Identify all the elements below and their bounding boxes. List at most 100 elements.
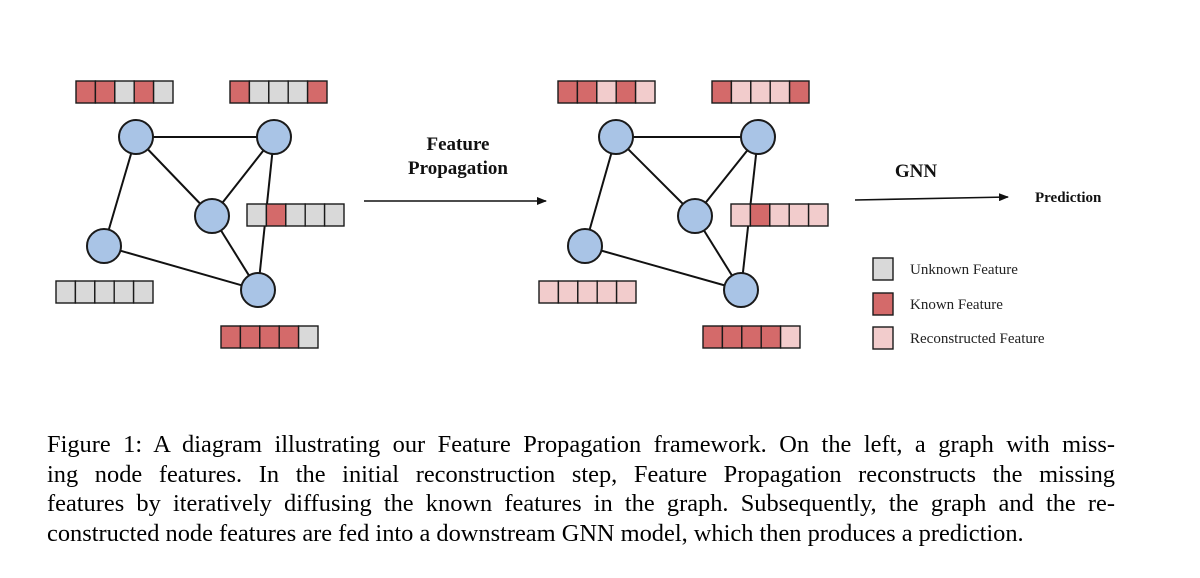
graph-edge: [135, 136, 213, 217]
graph-edge: [584, 245, 742, 291]
feature-cell-known: [721, 325, 743, 349]
graph-node: [598, 119, 634, 155]
feature-cell-known: [306, 80, 328, 104]
feature-vector: [538, 280, 637, 304]
feature-cell-known: [711, 80, 733, 104]
feature-cell-unknown: [287, 80, 309, 104]
feature-cell-reconstructed: [750, 80, 771, 104]
feature-cell-unknown: [246, 203, 268, 227]
gnn-step: GNN Prediction: [854, 161, 1102, 206]
reconstructed-graph-feature-vectors: [538, 80, 829, 349]
graph-edge: [103, 136, 137, 247]
feature-cell-unknown: [55, 280, 77, 304]
graph-node: [567, 228, 603, 264]
legend-swatch: [872, 257, 894, 281]
feature-vector: [557, 80, 656, 104]
gnn-arrow: [854, 193, 1009, 202]
figure-caption: Figure 1: A diagram illustrating our Fea…: [47, 430, 1115, 548]
feature-cell-known: [265, 203, 287, 227]
prediction-label: Prediction: [1035, 190, 1102, 206]
legend-item-known: Known Feature: [872, 292, 1003, 316]
feature-vector: [246, 203, 345, 227]
feature-cell-reconstructed: [557, 280, 579, 304]
input-graph-nodes: [86, 119, 292, 308]
feature-cell-known: [229, 80, 251, 104]
reconstructed-graph-nodes: [567, 119, 776, 308]
feature-vector: [229, 80, 328, 104]
caption-line: constructed node features are fed into a…: [47, 519, 1024, 547]
feature-vector: [75, 80, 174, 104]
feature-cell-known: [615, 80, 637, 104]
feature-cell-known: [278, 325, 300, 349]
feature-cell-reconstructed: [634, 80, 656, 104]
feature-cell-unknown: [248, 80, 270, 104]
legend-label: Unknown Feature: [910, 262, 1018, 278]
graph-node: [256, 119, 292, 155]
feature-propagation-label-line1: Feature: [427, 134, 490, 155]
feature-vector: [55, 280, 154, 304]
feature-cell-known: [239, 325, 261, 349]
feature-cell-known: [133, 80, 155, 104]
feature-cell-reconstructed: [538, 280, 560, 304]
feature-cell-known: [702, 325, 724, 349]
input-graph-feature-vectors: [55, 80, 345, 349]
feature-cell-unknown: [152, 80, 174, 104]
feature-cell-known: [220, 325, 242, 349]
feature-cell-known: [788, 80, 810, 104]
graph-node: [723, 272, 759, 308]
caption-line: ing node features. In the initial recons…: [47, 460, 1115, 488]
legend-item-reconstructed: Reconstructed Feature: [872, 326, 1045, 350]
gnn-label: GNN: [895, 161, 938, 182]
caption-line: Figure 1: A diagram illustrating our Fea…: [47, 431, 1115, 458]
caption-line: features by iteratively diffusing the kn…: [47, 490, 1115, 517]
graph-node: [118, 119, 154, 155]
feature-cell-known: [741, 325, 762, 349]
feature-cell-reconstructed: [577, 280, 598, 304]
feature-cell-reconstructed: [779, 325, 801, 349]
feature-cell-reconstructed: [788, 203, 810, 227]
feature-vector: [702, 325, 801, 349]
feature-cell-unknown: [74, 280, 96, 304]
feature-cell-reconstructed: [596, 280, 618, 304]
legend-item-unknown: Unknown Feature: [872, 257, 1018, 281]
feature-vector: [711, 80, 810, 104]
graph-edge: [584, 136, 617, 247]
reconstructed-graph: [538, 80, 829, 349]
feature-cell-known: [576, 80, 598, 104]
graph-node: [740, 119, 776, 155]
feature-cell-reconstructed: [730, 80, 752, 104]
graph-node: [677, 198, 713, 234]
graph-node: [194, 198, 230, 234]
feature-cell-unknown: [113, 280, 135, 304]
feature-cell-reconstructed: [807, 203, 829, 227]
feature-cell-known: [760, 325, 782, 349]
legend-label: Known Feature: [910, 297, 1003, 313]
feature-cell-unknown: [297, 325, 319, 349]
feature-vector: [730, 203, 829, 227]
feature-cell-unknown: [285, 203, 306, 227]
feature-cell-reconstructed: [769, 80, 791, 104]
legend-swatch: [872, 326, 894, 350]
feature-cell-unknown: [114, 80, 135, 104]
feature-vector: [220, 325, 319, 349]
feature-cell-known: [749, 203, 771, 227]
feature-cell-reconstructed: [615, 280, 637, 304]
feature-cell-unknown: [132, 280, 154, 304]
input-graph: [55, 80, 345, 349]
graph-edge: [103, 245, 259, 291]
feature-cell-reconstructed: [596, 80, 617, 104]
feature-cell-reconstructed: [769, 203, 790, 227]
feature-cell-unknown: [304, 203, 326, 227]
feature-cell-known: [259, 325, 280, 349]
feature-cell-unknown: [94, 280, 115, 304]
graph-edge: [615, 136, 696, 217]
feature-propagation-step: Feature Propagation: [364, 134, 547, 205]
feature-cell-known: [75, 80, 97, 104]
legend-label: Reconstructed Feature: [910, 331, 1045, 347]
feature-propagation-label-line2: Propagation: [408, 158, 508, 179]
feature-cell-unknown: [323, 203, 345, 227]
graph-node: [86, 228, 122, 264]
feature-cell-reconstructed: [730, 203, 752, 227]
graph-node: [240, 272, 276, 308]
